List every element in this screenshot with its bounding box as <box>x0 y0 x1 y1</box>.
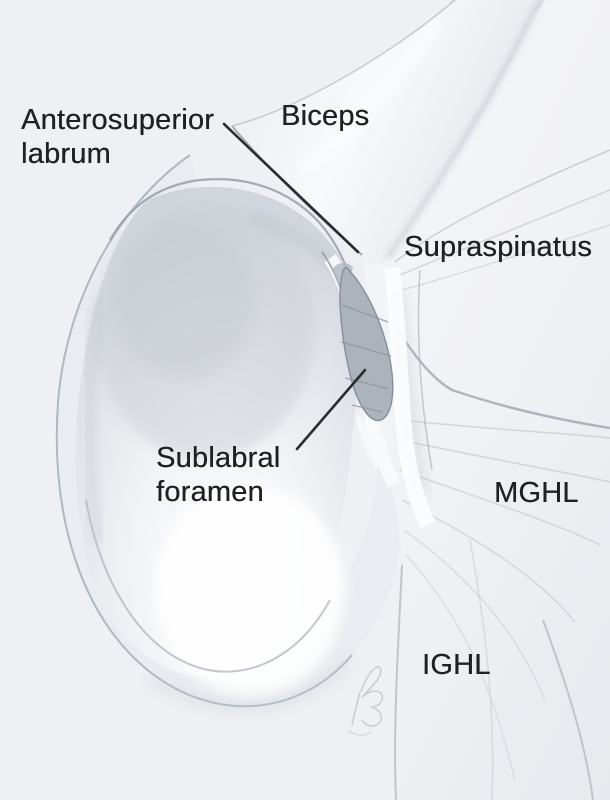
glenoid-fossa <box>75 178 358 695</box>
label-sublabral-foramen-line2: foramen <box>156 476 264 508</box>
label-sublabral-foramen: Sublabral foramen <box>156 441 280 509</box>
label-supraspinatus: Supraspinatus <box>404 231 592 263</box>
label-biceps: Biceps <box>281 100 370 132</box>
illustrator-signature <box>347 666 384 736</box>
label-anterosuperior-labrum-line2: labrum <box>21 138 111 170</box>
biceps-tendon <box>231 0 543 266</box>
label-anterosuperior-labrum-line1: Anterosuperior <box>21 104 215 136</box>
label-mghl: MGHL <box>494 477 579 509</box>
leader-lines <box>222 122 367 451</box>
leader-sublabral-foramen <box>295 368 367 451</box>
label-anterosuperior-labrum: Anterosuperior labrum <box>21 103 214 171</box>
sublabral-foramen-region <box>321 251 436 529</box>
label-sublabral-foramen-line1: Sublabral <box>156 442 281 474</box>
leader-anterosuperior-labrum <box>222 122 360 254</box>
labrum-rim-band <box>55 154 400 712</box>
label-ighl: IGHL <box>422 649 491 681</box>
